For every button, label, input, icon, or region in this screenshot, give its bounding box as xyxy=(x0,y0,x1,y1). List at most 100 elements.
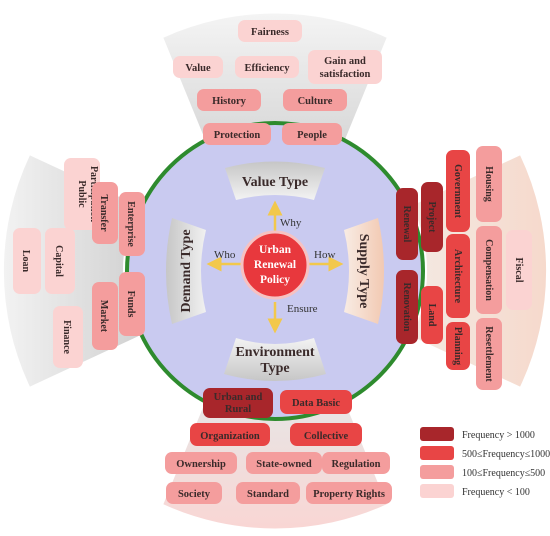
keyword-box xyxy=(173,56,223,78)
keyword-urban-line2: Rural xyxy=(225,404,251,415)
keyword-organization: Organization xyxy=(200,431,260,442)
supply-type-label: Supply Type xyxy=(356,234,371,309)
keyword-standard: Standard xyxy=(247,489,289,500)
keyword-project: Project xyxy=(426,202,437,234)
keyword-box xyxy=(238,20,302,42)
keyword-fiscal: Fiscal xyxy=(513,258,524,283)
environment-type-tab xyxy=(224,338,326,381)
keyword-public-line1: Public xyxy=(76,180,87,208)
keyword-transfer: Transfer xyxy=(98,194,109,232)
keyword-box xyxy=(236,482,300,504)
keyword-box xyxy=(506,230,532,310)
ensure-label: Ensure xyxy=(287,303,318,315)
keyword-people: People xyxy=(297,130,327,141)
keyword-box xyxy=(92,182,118,244)
value-type-tab xyxy=(225,161,325,200)
keyword-renovation: Renovation xyxy=(401,283,412,332)
keyword-fairness: Fairness xyxy=(251,27,289,38)
keyword-box xyxy=(119,272,145,336)
environment-type-label-line2: Type xyxy=(260,361,289,376)
keyword-box xyxy=(119,192,145,256)
keyword-ownership: Ownership xyxy=(176,459,226,470)
keyword-box xyxy=(396,270,418,344)
keyword-history: History xyxy=(212,96,247,107)
keyword-box xyxy=(476,146,502,222)
keyword-capital: Capital xyxy=(53,245,64,277)
keyword-urban-line1: Urban and xyxy=(214,392,263,403)
keyword-box xyxy=(280,390,352,414)
keyword-culture: Culture xyxy=(298,96,333,107)
keyword-box xyxy=(197,89,261,111)
keyword-box xyxy=(235,56,299,78)
keyword-state-owned: State-owned xyxy=(256,459,312,470)
keyword-finance: Finance xyxy=(61,320,72,354)
legend-label-low: Frequency < 100 xyxy=(462,487,530,498)
keyword-property-rights: Property Rights xyxy=(313,489,385,500)
keyword-box xyxy=(446,322,470,370)
demand-type-tab xyxy=(166,218,206,324)
how-label: How xyxy=(314,249,335,261)
center-circle xyxy=(240,230,310,300)
keyword-box xyxy=(64,158,100,230)
keyword-box xyxy=(446,150,470,232)
keyword-renewal: Renewal xyxy=(401,206,412,243)
legend: Frequency > 1000 500≤Frequency≤1000 100≤… xyxy=(420,427,550,498)
keyword-regulation: Regulation xyxy=(331,459,380,470)
demand-keywords: Public Participation Transfer Enterprise… xyxy=(13,158,145,368)
center-title-line1: Urban xyxy=(259,244,292,256)
keyword-gain-line1: Gain and xyxy=(324,56,366,67)
keyword-box xyxy=(421,182,443,252)
supply-type-tab xyxy=(344,218,384,324)
keyword-box xyxy=(446,234,470,318)
legend-label-mid-high: 500≤Frequency≤1000 xyxy=(462,449,550,460)
keyword-market: Market xyxy=(98,300,109,333)
environment-type-label: Environment xyxy=(235,345,314,360)
keyword-box xyxy=(165,452,237,474)
keyword-box xyxy=(166,482,222,504)
keyword-box xyxy=(92,282,118,350)
keyword-efficiency: Efficiency xyxy=(245,63,291,74)
keyword-box xyxy=(203,123,271,145)
legend-label-mid-low: 100≤Frequency≤500 xyxy=(462,468,545,479)
keyword-box xyxy=(246,452,322,474)
keyword-box xyxy=(306,482,392,504)
keyword-box xyxy=(283,89,347,111)
keyword-box xyxy=(282,123,342,145)
keyword-housing: Housing xyxy=(483,166,494,202)
keyword-box xyxy=(13,228,41,294)
keyword-government: Government xyxy=(452,164,463,219)
keyword-box xyxy=(476,318,502,390)
keyword-data-basic: Data Basic xyxy=(292,398,340,409)
keyword-planning: Planning xyxy=(452,327,463,365)
keyword-value: Value xyxy=(185,63,211,74)
keyword-protection: Protection xyxy=(214,130,261,141)
center-title-line3: Policy xyxy=(260,274,290,286)
demand-type-label: Demand Type xyxy=(179,229,194,312)
environment-keywords: Urban and Rural Data Basic Organization … xyxy=(165,388,392,504)
who-label: Who xyxy=(214,249,236,261)
supply-keywords: Renewal Project Government Housing Renov… xyxy=(396,146,532,390)
keyword-loan: Loan xyxy=(20,250,31,273)
keyword-society: Society xyxy=(178,489,211,500)
legend-label-high: Frequency > 1000 xyxy=(462,430,535,441)
value-keywords: Fairness Value Efficiency Gain and satis… xyxy=(173,20,382,145)
legend-swatch-low xyxy=(420,484,454,498)
legend-swatch-high xyxy=(420,427,454,441)
value-sector xyxy=(163,13,387,150)
keyword-enterprise: Enterprise xyxy=(125,201,136,247)
keyword-land: Land xyxy=(426,304,437,327)
keyword-box xyxy=(322,452,390,474)
legend-swatch-mid-low xyxy=(420,465,454,479)
keyword-collective: Collective xyxy=(304,431,349,442)
keyword-box xyxy=(476,226,502,314)
keyword-gain-line2: satisfaction xyxy=(320,69,371,80)
legend-swatch-mid-high xyxy=(420,446,454,460)
keyword-funds: Funds xyxy=(125,291,136,318)
keyword-box xyxy=(203,388,273,418)
why-label: Why xyxy=(280,217,302,229)
keyword-box xyxy=(421,286,443,344)
keyword-compensation: Compensation xyxy=(483,239,494,301)
keyword-box xyxy=(308,50,382,84)
keyword-box xyxy=(290,423,362,446)
keyword-box xyxy=(53,306,83,368)
